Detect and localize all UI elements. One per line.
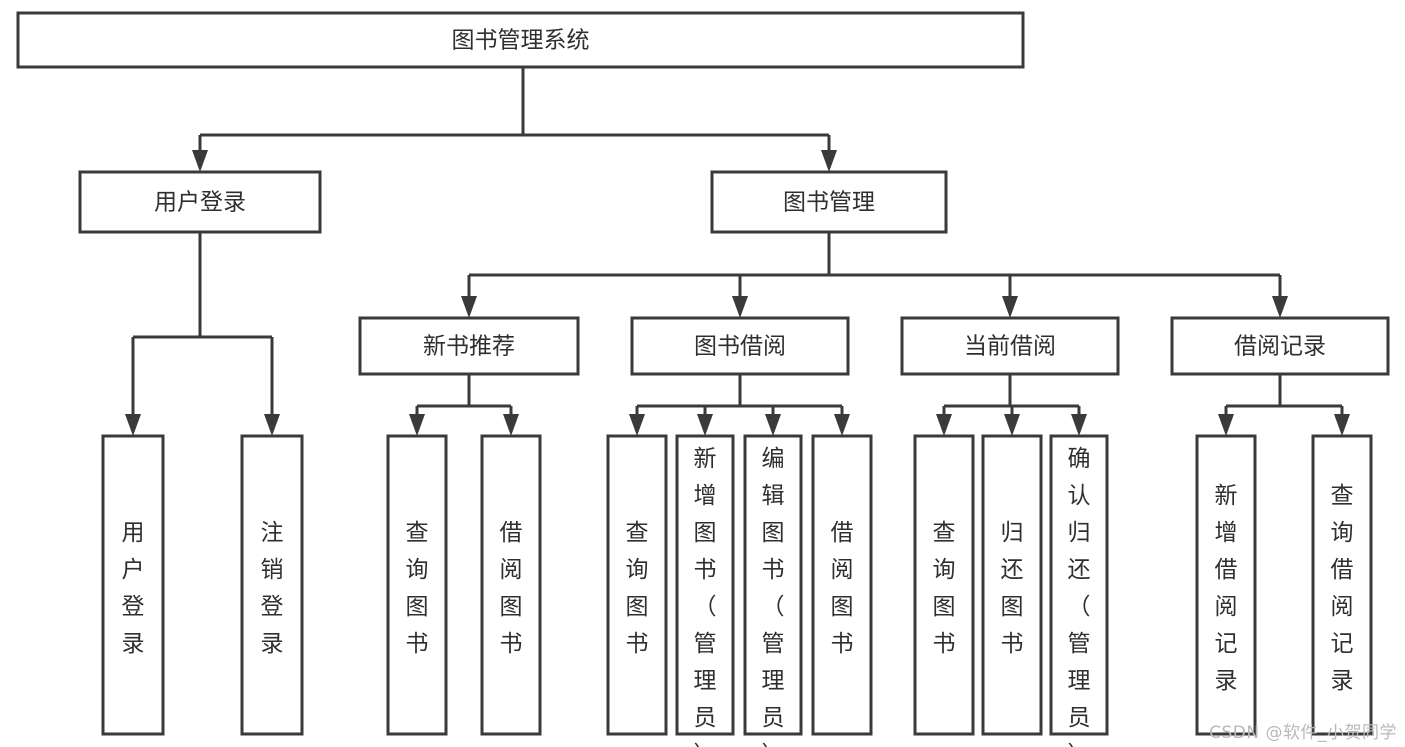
node-box: [78, 170, 322, 234]
node-label: 确认归还（管理员）: [1068, 446, 1091, 747]
connector-group-book_borrow: [629, 374, 850, 436]
node-leaf-add-book[interactable]: 新增图书（管理员）: [675, 434, 735, 747]
arrow-head-icon: [1071, 414, 1087, 436]
node-leaf-query-record[interactable]: 查询借阅记录: [1311, 434, 1373, 736]
node-box: [240, 434, 304, 736]
node-box: [1049, 434, 1109, 736]
node-leaf-add-record[interactable]: 新增借阅记录: [1195, 434, 1257, 736]
node-label: 借阅记录: [1234, 334, 1326, 360]
node-box: [101, 434, 165, 736]
arrow-head-icon: [461, 296, 477, 318]
node-label: 注销登录: [261, 520, 284, 657]
connector-group-borrow_record: [1218, 374, 1350, 436]
node-label: 查询图书: [406, 520, 429, 657]
connector-layer: [125, 67, 1350, 436]
node-leaf-borrow-book-a[interactable]: 借阅图书: [480, 434, 542, 736]
arrow-head-icon: [192, 150, 208, 172]
node-box: [913, 434, 975, 736]
node-label: 图书管理: [783, 190, 875, 216]
node-box: [675, 434, 735, 736]
node-user-login[interactable]: 用户登录: [78, 170, 322, 234]
arrow-head-icon: [1002, 296, 1018, 318]
node-box: [710, 170, 948, 234]
arrow-head-icon: [765, 414, 781, 436]
node-layer: 图书管理系统用户登录图书管理新书推荐图书借阅当前借阅借阅记录用户登录注销登录查询…: [16, 11, 1390, 747]
node-label: 用户登录: [122, 520, 145, 657]
arrow-head-icon: [1218, 414, 1234, 436]
node-label: 图书管理系统: [452, 28, 590, 54]
node-label: 当前借阅: [964, 334, 1056, 360]
node-box: [606, 434, 668, 736]
connector-group-book_manage: [461, 232, 1288, 318]
node-leaf-query-book-a[interactable]: 查询图书: [386, 434, 448, 736]
arrow-head-icon: [936, 414, 952, 436]
node-box: [1195, 434, 1257, 736]
node-box: [743, 434, 803, 736]
node-box: [480, 434, 542, 736]
node-leaf-edit-book[interactable]: 编辑图书（管理员）: [743, 434, 803, 747]
node-box: [981, 434, 1043, 736]
node-label: 新书推荐: [423, 334, 515, 360]
connector-group-user_login: [125, 232, 280, 436]
node-leaf-query-book-c[interactable]: 查询图书: [913, 434, 975, 736]
node-leaf-return-book[interactable]: 归还图书: [981, 434, 1043, 736]
arrow-head-icon: [821, 150, 837, 172]
arrow-head-icon: [1334, 414, 1350, 436]
node-label: 借阅图书: [831, 520, 854, 657]
node-box: [900, 316, 1120, 376]
node-label: 图书借阅: [694, 334, 786, 360]
node-label: 查询图书: [933, 520, 956, 657]
arrow-head-icon: [503, 414, 519, 436]
node-leaf-user-login[interactable]: 用户登录: [101, 434, 165, 736]
node-box: [358, 316, 580, 376]
arrow-head-icon: [732, 296, 748, 318]
arrow-head-icon: [409, 414, 425, 436]
arrow-head-icon: [1272, 296, 1288, 318]
node-label: 借阅图书: [500, 520, 523, 657]
node-box: [386, 434, 448, 736]
node-box: [1311, 434, 1373, 736]
node-label: 新增图书（管理员）: [694, 446, 717, 747]
connector-group-root: [192, 67, 837, 172]
node-label: 新增借阅记录: [1215, 483, 1238, 694]
arrow-head-icon: [125, 414, 141, 436]
connector-group-current_borrow: [936, 374, 1087, 436]
node-box: [16, 11, 1025, 69]
node-label: 查询借阅记录: [1331, 483, 1354, 694]
node-root[interactable]: 图书管理系统: [16, 11, 1025, 69]
node-label: 编辑图书（管理员）: [762, 446, 785, 747]
node-box: [1170, 316, 1390, 376]
node-book-borrow[interactable]: 图书借阅: [630, 316, 850, 376]
arrow-head-icon: [697, 414, 713, 436]
node-box: [811, 434, 873, 736]
node-book-manage[interactable]: 图书管理: [710, 170, 948, 234]
node-leaf-logout[interactable]: 注销登录: [240, 434, 304, 736]
node-new-book-rec[interactable]: 新书推荐: [358, 316, 580, 376]
node-leaf-borrow-book-b[interactable]: 借阅图书: [811, 434, 873, 736]
node-label: 归还图书: [1001, 520, 1024, 657]
node-box: [630, 316, 850, 376]
arrow-head-icon: [629, 414, 645, 436]
node-current-borrow[interactable]: 当前借阅: [900, 316, 1120, 376]
node-label: 查询图书: [626, 520, 649, 657]
node-leaf-confirm-return[interactable]: 确认归还（管理员）: [1049, 434, 1109, 747]
connector-group-new_book_rec: [409, 374, 519, 436]
node-label: 用户登录: [154, 190, 246, 216]
arrow-head-icon: [1004, 414, 1020, 436]
node-borrow-record[interactable]: 借阅记录: [1170, 316, 1390, 376]
arrow-head-icon: [264, 414, 280, 436]
arrow-head-icon: [834, 414, 850, 436]
node-leaf-query-book-b[interactable]: 查询图书: [606, 434, 668, 736]
